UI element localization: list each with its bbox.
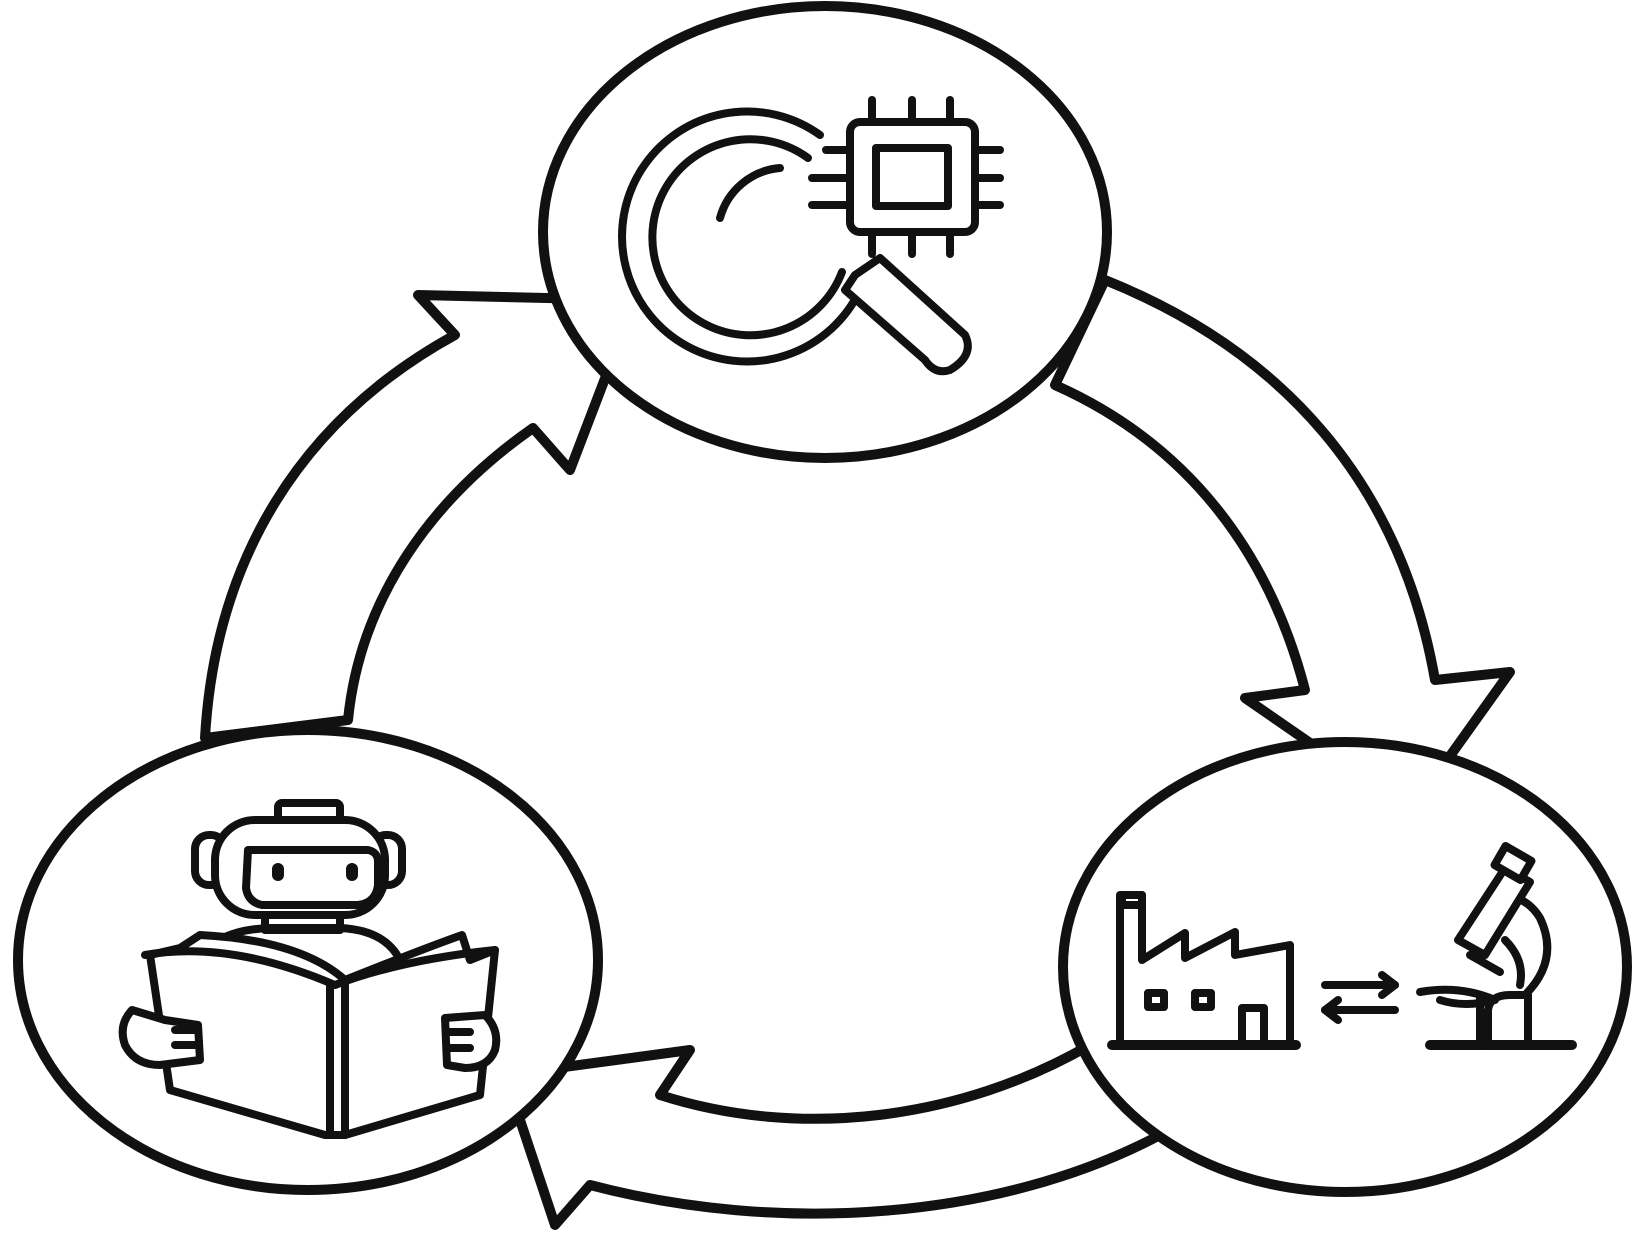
microscope-icon — [1416, 841, 1577, 1050]
exchange-icon — [1321, 971, 1399, 1024]
node-analysis — [538, 1, 1112, 463]
arrow-learning-to-analysis — [200, 290, 640, 743]
magnifier-chip-icon — [618, 96, 1004, 376]
arrow-analysis-to-application — [1050, 275, 1515, 817]
factory-microscope-icon — [1107, 841, 1577, 1050]
arrow-application-to-learning — [500, 1040, 1165, 1230]
robot-reading-book-icon — [118, 799, 501, 1139]
node-application — [1058, 737, 1632, 1197]
